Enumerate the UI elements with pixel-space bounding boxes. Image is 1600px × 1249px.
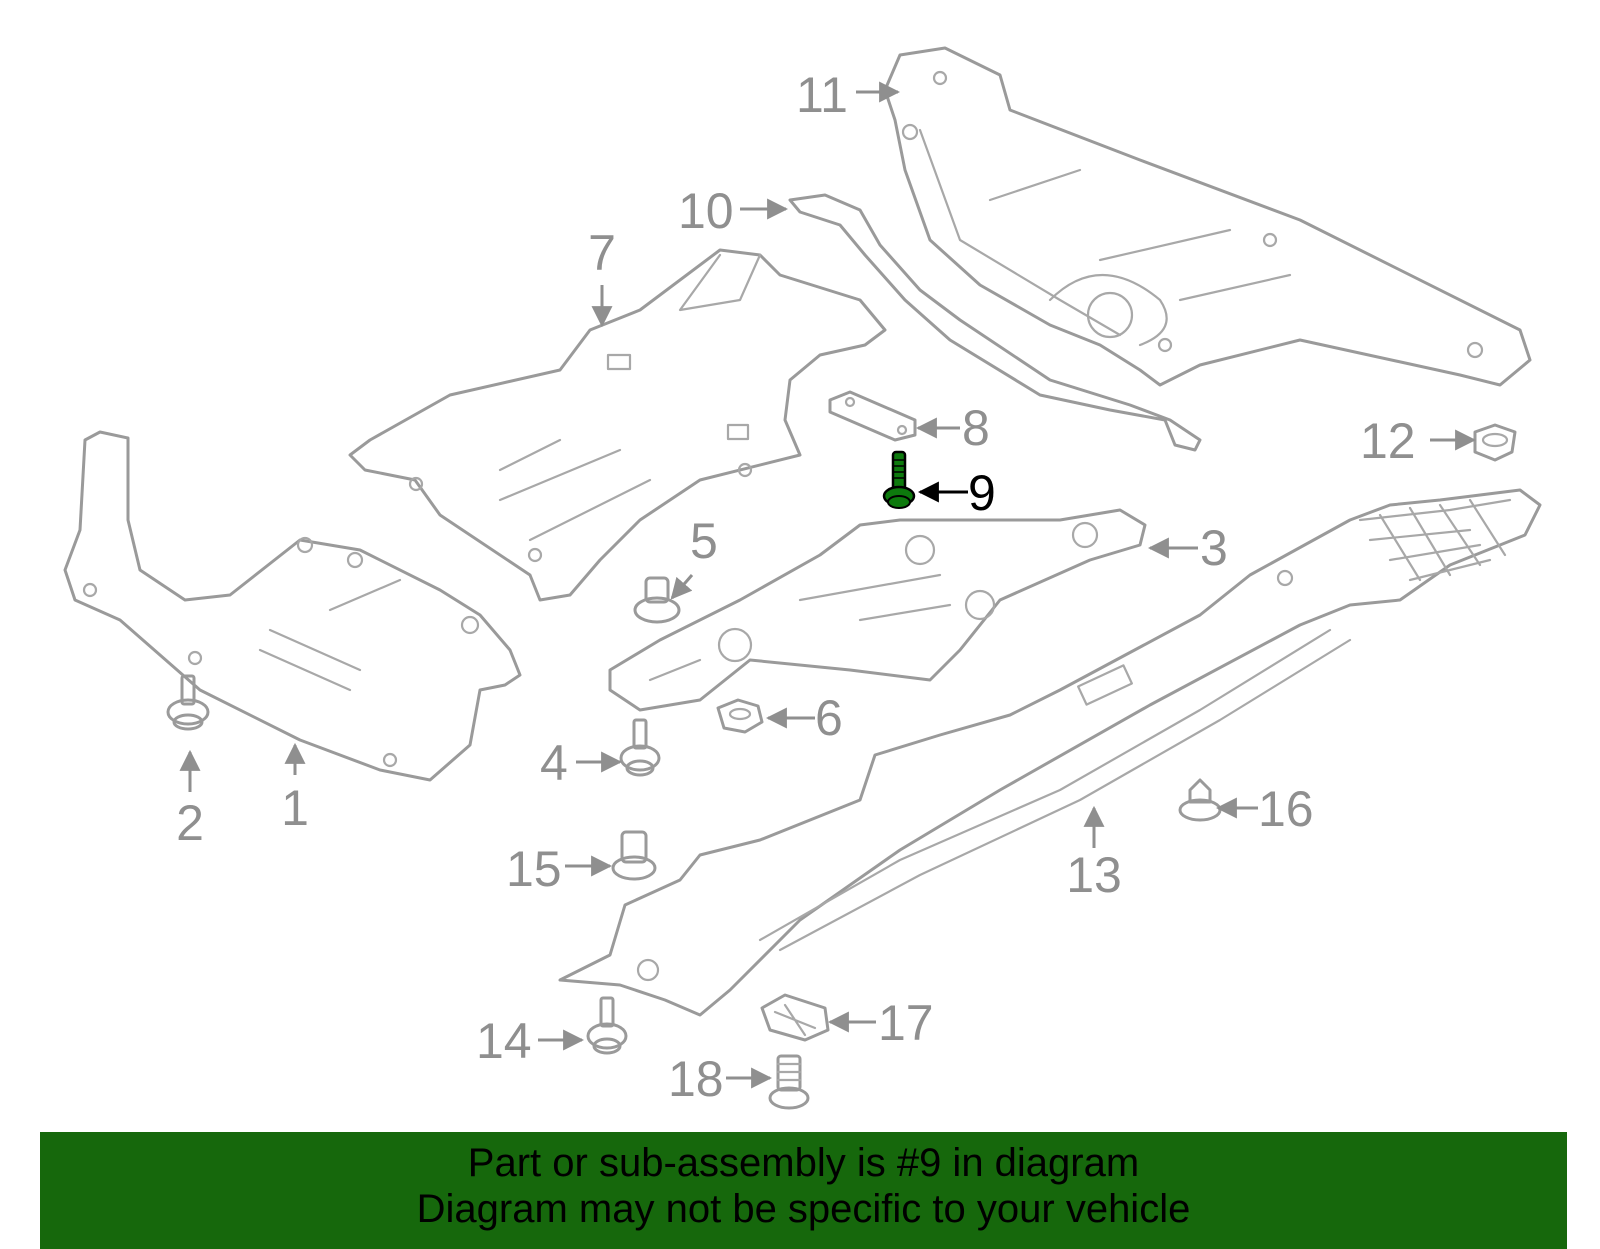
callout-7: 7 — [588, 225, 616, 281]
part-17-plate[interactable] — [760, 993, 830, 1042]
part-13-side-sill[interactable] — [558, 488, 1542, 1017]
callout-6: 6 — [815, 690, 843, 746]
callout-9: 9 — [968, 465, 996, 521]
part-11-rear-panel[interactable] — [883, 46, 1532, 387]
callout-arrows — [179, 81, 1477, 1089]
banner-line-2: Diagram may not be specific to your vehi… — [416, 1187, 1191, 1231]
callout-labels: 1 2 3 4 5 6 7 8 9 10 11 12 13 14 15 16 1… — [176, 67, 1416, 1107]
part-16-clip[interactable] — [1178, 778, 1222, 822]
part-6-nut[interactable] — [716, 698, 764, 734]
arrow-5 — [670, 574, 694, 600]
part-10-brace[interactable] — [788, 193, 1202, 452]
callout-17: 17 — [878, 995, 934, 1051]
part-18-bolt[interactable] — [768, 1054, 810, 1110]
info-banner: Part or sub-assembly is #9 in diagram Di… — [40, 1132, 1567, 1249]
callout-14: 14 — [476, 1013, 532, 1069]
callout-2: 2 — [176, 795, 204, 851]
part-5-stud[interactable] — [633, 576, 681, 624]
callout-15: 15 — [506, 841, 562, 897]
part-8-bracket[interactable] — [828, 390, 917, 442]
callout-3: 3 — [1200, 520, 1228, 576]
part-14-bolt[interactable] — [586, 996, 628, 1055]
part-2-bolt[interactable] — [166, 674, 210, 731]
callout-10: 10 — [678, 183, 734, 239]
callout-11: 11 — [796, 67, 848, 123]
callout-8: 8 — [962, 400, 990, 456]
callout-1: 1 — [281, 780, 309, 836]
part-4-bolt[interactable] — [619, 718, 661, 777]
part-3-front-center-shield[interactable] — [608, 508, 1147, 712]
callout-13: 13 — [1066, 847, 1122, 903]
part-7-center-panel[interactable] — [348, 248, 887, 602]
callout-4: 4 — [540, 735, 568, 791]
callout-5: 5 — [690, 513, 718, 569]
callout-18: 18 — [668, 1051, 724, 1107]
callout-12: 12 — [1360, 413, 1416, 469]
callout-16: 16 — [1258, 781, 1314, 837]
part-12-grommet[interactable] — [1473, 423, 1517, 462]
part-15-stud[interactable] — [611, 830, 657, 881]
banner-line-1: Part or sub-assembly is #9 in diagram — [467, 1141, 1140, 1185]
part-1-front-shield[interactable] — [63, 430, 522, 782]
part-9-bolt-highlighted[interactable] — [882, 450, 916, 509]
